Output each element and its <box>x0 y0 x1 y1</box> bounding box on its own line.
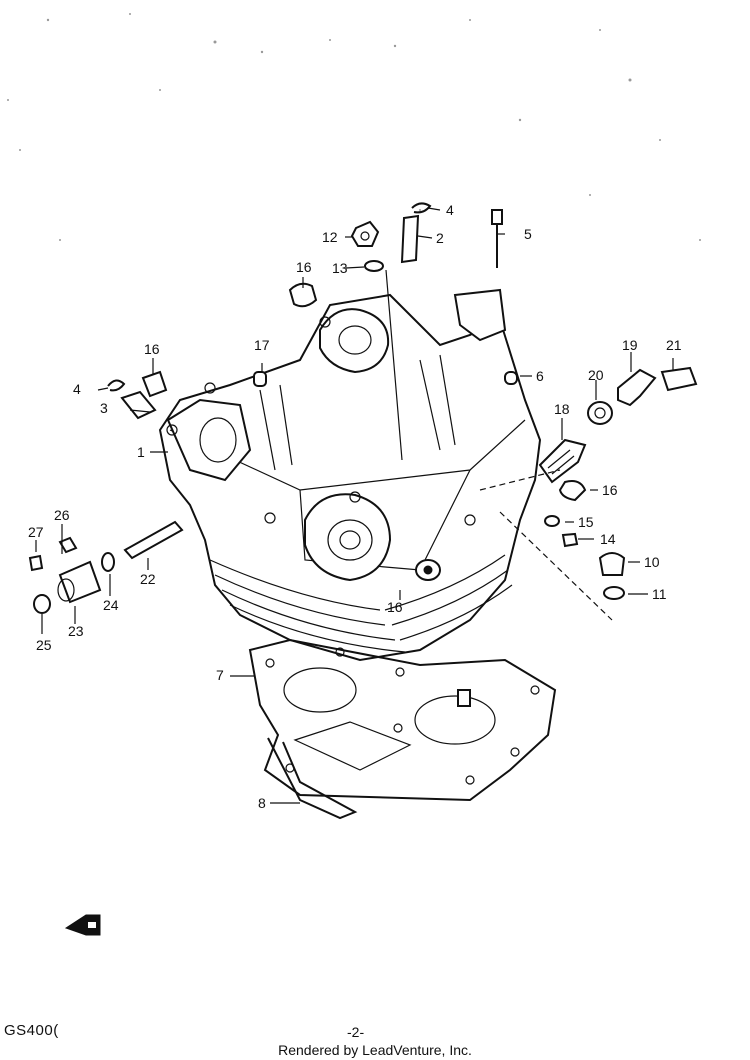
callout-16-top: 16 <box>296 259 312 275</box>
dowel-6 <box>504 371 518 385</box>
plug-25 <box>33 594 51 614</box>
callout-13: 13 <box>332 260 348 276</box>
cylinder-head <box>158 288 542 707</box>
callout-16-right: 16 <box>602 482 618 498</box>
callouts: 1 2 3 4 4 5 6 7 8 10 11 12 13 14 15 16 1… <box>28 202 682 811</box>
pad-16-right <box>558 480 587 502</box>
callout-7: 7 <box>216 667 224 683</box>
oring-15 <box>544 515 560 527</box>
ring-20 <box>587 401 613 425</box>
callout-16-bottom: 16 <box>387 599 403 615</box>
callout-18: 18 <box>554 401 570 417</box>
callout-10: 10 <box>644 554 660 570</box>
callout-12: 12 <box>322 229 338 245</box>
callout-16-left: 16 <box>144 341 160 357</box>
bolt-5 <box>491 209 503 225</box>
callout-2: 2 <box>436 230 444 246</box>
callout-23: 23 <box>68 623 84 639</box>
nut-12 <box>350 220 380 247</box>
callout-21: 21 <box>666 337 682 353</box>
clip-4-top <box>411 202 432 214</box>
housing-23 <box>58 560 102 604</box>
callout-1: 1 <box>137 444 145 460</box>
leader-lines <box>35 207 674 804</box>
callout-17: 17 <box>254 337 270 353</box>
callout-8: 8 <box>258 795 266 811</box>
head-gasket <box>248 638 557 802</box>
washer-24 <box>101 552 115 572</box>
callout-22: 22 <box>140 571 156 587</box>
front-direction-arrow-icon <box>64 914 101 936</box>
fitting-21 <box>660 366 698 392</box>
part-26 <box>58 536 78 554</box>
callout-24: 24 <box>103 597 119 613</box>
callout-20: 20 <box>588 367 604 383</box>
pad-16-left <box>141 370 168 398</box>
left-parts <box>28 370 184 614</box>
callout-26: 26 <box>54 507 70 523</box>
elbow-19 <box>617 368 657 407</box>
callout-15: 15 <box>578 514 594 530</box>
callout-19: 19 <box>622 337 638 353</box>
callout-27: 27 <box>28 524 44 540</box>
model-code: GS400( <box>4 1022 59 1039</box>
cable-gear-22 <box>123 520 184 560</box>
spark-plug-18 <box>538 438 587 484</box>
callout-6: 6 <box>536 368 544 384</box>
washer-13 <box>364 260 384 272</box>
stud-2 <box>400 214 420 264</box>
bolt-14 <box>561 532 579 548</box>
callout-25: 25 <box>36 637 52 653</box>
callout-14: 14 <box>600 531 616 547</box>
callout-3: 3 <box>100 400 108 416</box>
page-number: -2- <box>347 1024 365 1040</box>
capnut-10 <box>598 552 626 576</box>
callout-4-top: 4 <box>446 202 454 218</box>
washer-11 <box>603 586 625 600</box>
screw-27 <box>28 554 44 572</box>
render-credit: Rendered by LeadVenture, Inc. <box>278 1042 472 1058</box>
pad-16-top <box>288 282 318 308</box>
right-parts <box>479 366 698 621</box>
plug-17 <box>253 371 267 387</box>
callout-11: 11 <box>652 586 667 602</box>
lower-gasket <box>267 737 358 820</box>
top-parts <box>253 202 518 387</box>
scan-noise <box>7 13 701 241</box>
clip-4-left <box>107 379 126 392</box>
callout-4-left: 4 <box>73 381 81 397</box>
callout-5: 5 <box>524 226 532 242</box>
